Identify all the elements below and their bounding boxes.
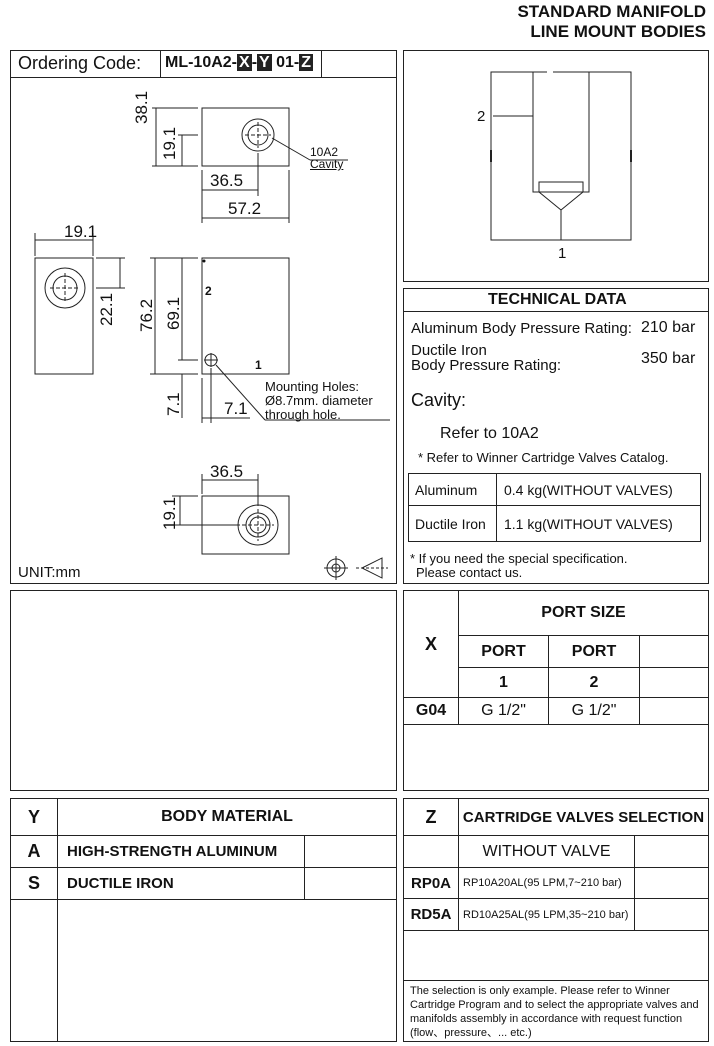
- body-material-row-a-name: HIGH-STRENGTH ALUMINUM: [57, 835, 305, 868]
- dim-19-1-c: 19.1: [160, 496, 179, 530]
- port-col-3-number: [639, 667, 709, 698]
- cartridge-row-rd5a-extra: [634, 898, 709, 931]
- refer-cavity: Refer to 10A2: [440, 425, 539, 442]
- body-material-row-s-name: DUCTILE IRON: [57, 867, 305, 900]
- dim-38-1: 38.1: [132, 90, 151, 124]
- port-col-2-label: PORT: [548, 635, 640, 668]
- port-row-g04-code: G04: [403, 697, 459, 725]
- weight-row-aluminum-value: 0.4 kg(WITHOUT VALVES): [496, 473, 701, 506]
- port-size-x-header: X: [403, 590, 459, 698]
- technical-data-title-row: [403, 288, 709, 312]
- code-x: X: [237, 54, 252, 71]
- cartridge-note-divider: [403, 980, 709, 981]
- body-material-row-a-code: A: [10, 835, 58, 868]
- cartridge-without-extra: [634, 835, 709, 868]
- mounting-note-1: Mounting Holes:: [265, 379, 359, 394]
- dim-19-1-a: 19.1: [160, 126, 179, 160]
- port-col-1-number: 1: [458, 667, 549, 698]
- dim-19-1-b: 19.1: [64, 222, 98, 241]
- port-size-title: PORT SIZE: [458, 590, 709, 636]
- mounting-note-2: Ø8.7mm. diameter: [265, 393, 373, 408]
- refer-catalog-note: * Refer to Winner Cartridge Valves Catal…: [418, 450, 669, 465]
- port-row-g04-p1: G 1/2": [458, 697, 549, 725]
- special-spec-note-2: Please contact us.: [416, 565, 523, 580]
- page-title: STANDARD MANIFOLD LINE MOUNT BODIES: [517, 2, 706, 42]
- port-row-g04-p3: [639, 697, 709, 725]
- port-col-3-label: [639, 635, 709, 668]
- dimension-drawing: [34, 107, 390, 580]
- body-material-row-s-extra: [304, 867, 397, 900]
- ductile-pressure-label-1: Ductile Iron: [411, 342, 487, 359]
- body-material-y-header: Y: [10, 798, 58, 836]
- cartridge-without-code: [403, 835, 459, 868]
- side-view-port-outer: [44, 267, 86, 309]
- dim-22-1: 22.1: [97, 292, 116, 326]
- port-row-g04-p2: G 1/2": [548, 697, 640, 725]
- ordering-label: Ordering Code:: [18, 53, 142, 73]
- port-2-label: 2: [205, 284, 212, 298]
- special-spec-note-1: * If you need the special specification.: [410, 551, 628, 566]
- port-col-2-number: 2: [548, 667, 640, 698]
- body-material-row-s-code: S: [10, 867, 58, 900]
- cavity-label-1: 10A2: [310, 145, 339, 159]
- weight-row-aluminum-material: Aluminum: [408, 473, 497, 506]
- alu-pressure-value: 210 bar: [641, 319, 696, 336]
- body-material-title: BODY MATERIAL: [57, 798, 397, 836]
- weight-row-ductile-material: Ductile Iron: [408, 505, 497, 542]
- symbol-port-2: 2: [477, 108, 486, 125]
- cartridge-row-rp0a-code: RP0A: [403, 867, 459, 899]
- dim-7-1-a: 7.1: [164, 392, 183, 416]
- technical-data-title: TECHNICAL DATA: [488, 291, 627, 308]
- title-line-2: LINE MOUNT BODIES: [530, 22, 706, 41]
- code-dash: -: [251, 54, 258, 71]
- ordering-code: ML-10A2-X-Y 01-Z: [165, 54, 314, 72]
- cartridge-row-rd5a-desc: RD10A25AL(95 LPM,35~210 bar): [458, 898, 635, 931]
- dim-7-1-b: 7.1: [224, 399, 248, 418]
- symbol-port-1: 1: [558, 245, 567, 262]
- cartridge-z-header: Z: [403, 798, 459, 836]
- cartridge-row-rp0a-desc: RP10A20AL(95 LPM,7~210 bar): [458, 867, 635, 899]
- port-col-1-label: PORT: [458, 635, 549, 668]
- side-view-block: [34, 257, 94, 375]
- top-view-port-outer: [241, 118, 275, 152]
- unit-label: UNIT:mm: [18, 564, 81, 581]
- cartridge-without-valve: WITHOUT VALVE: [458, 835, 635, 868]
- cavity-label-2: Cavity: [310, 157, 344, 171]
- title-line-1: STANDARD MANIFOLD: [517, 2, 706, 21]
- body-material-col-line: [57, 899, 58, 1042]
- hydraulic-symbol: [490, 71, 632, 241]
- cartridge-note: The selection is only example. Please re…: [410, 985, 699, 1039]
- blank-panel: [10, 590, 397, 791]
- port-1-label: 1: [255, 358, 262, 372]
- ductile-pressure-label-2: Body Pressure Rating:: [411, 357, 562, 374]
- code-prefix: ML-10A2-: [165, 54, 238, 71]
- code-z: Z: [299, 54, 314, 71]
- mounting-note-3: through hole.: [265, 407, 341, 422]
- cavity-label: Cavity:: [411, 390, 467, 410]
- dim-69-1: 69.1: [164, 296, 183, 330]
- cartridge-row-rp0a-extra: [634, 867, 709, 899]
- front-view-block: [201, 257, 290, 375]
- alu-pressure-label: Aluminum Body Pressure Rating:: [411, 320, 632, 337]
- cartridge-row-rd5a-code: RD5A: [403, 898, 459, 931]
- weight-row-ductile-value: 1.1 kg(WITHOUT VALVES): [496, 505, 701, 542]
- code-mid: 01-: [271, 54, 300, 71]
- cartridge-title: CARTRIDGE VALVES SELECTION: [458, 798, 709, 836]
- code-y: Y: [257, 54, 272, 71]
- symbol-panel: [403, 50, 709, 282]
- dim-57-2: 57.2: [228, 199, 262, 218]
- ductile-pressure-value: 350 bar: [641, 350, 696, 367]
- dim-36-5-b: 36.5: [210, 462, 244, 481]
- body-material-row-a-extra: [304, 835, 397, 868]
- ordering-code-box: [160, 50, 322, 78]
- top-view-block: [201, 107, 290, 167]
- dim-36-5-a: 36.5: [210, 171, 244, 190]
- dim-76-2: 76.2: [137, 298, 156, 332]
